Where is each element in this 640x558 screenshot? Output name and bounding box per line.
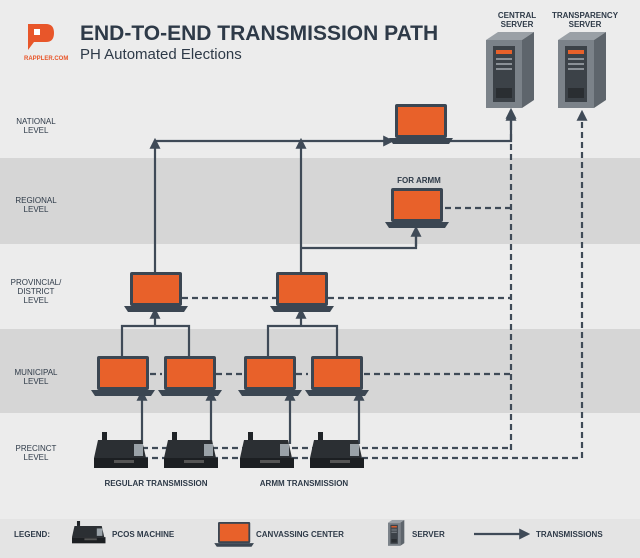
svg-text:REGIONAL: REGIONAL <box>15 196 57 205</box>
svg-text:MUNICIPAL: MUNICIPAL <box>15 368 59 377</box>
page-title: END-TO-END TRANSMISSION PATH <box>80 22 438 45</box>
svg-text:LEVEL: LEVEL <box>24 453 49 462</box>
legend-canvassing-icon <box>214 522 254 547</box>
regional-band <box>0 158 640 244</box>
legend-band <box>0 519 640 558</box>
provincial-canvassing-center-2 <box>270 272 334 312</box>
svg-text:LEVEL: LEVEL <box>24 205 49 214</box>
municipal-canvassing-center-4 <box>305 356 369 396</box>
svg-text:NATIONAL: NATIONAL <box>16 117 56 126</box>
central-server-label-2: SERVER <box>501 20 534 29</box>
svg-text:LEVEL: LEVEL <box>24 377 49 386</box>
svg-text:DISTRICT: DISTRICT <box>18 287 55 296</box>
national-canvassing-center <box>389 104 453 144</box>
logo-text: RAPPLER.COM <box>24 56 68 62</box>
municipal-canvassing-center-3 <box>238 356 302 396</box>
legend-title: LEGEND: <box>14 530 50 539</box>
legend-transmissions-label: TRANSMISSIONS <box>536 530 603 539</box>
central-server-label-1: CENTRAL <box>498 11 536 20</box>
svg-text:LEVEL: LEVEL <box>24 126 49 135</box>
rappler-logo: RAPPLER.COM <box>24 24 68 62</box>
legend: LEGEND: PCOS MACHINE CANVASSING CENTER S… <box>14 520 603 547</box>
legend-canvassing-label: CANVASSING CENTER <box>256 530 344 539</box>
transparency-server-icon <box>558 32 606 108</box>
transparency-server-label-2: SERVER <box>569 20 602 29</box>
pcos-machine-4 <box>310 432 364 468</box>
municipal-canvassing-center-2 <box>158 356 222 396</box>
svg-text:PROVINCIAL/: PROVINCIAL/ <box>11 278 62 287</box>
municipal-level-label: MUNICIPAL LEVEL <box>15 368 59 386</box>
pcos-machine-3 <box>240 432 294 468</box>
regional-level-label: REGIONAL LEVEL <box>15 196 57 214</box>
armm-transmission-label: ARMM TRANSMISSION <box>260 479 349 488</box>
regional-armm-canvassing-center <box>385 188 449 228</box>
legend-pcos-label: PCOS MACHINE <box>112 530 175 539</box>
regular-connections <box>120 107 517 444</box>
svg-text:PRECINCT: PRECINCT <box>16 444 57 453</box>
precinct-level-label: PRECINCT LEVEL <box>16 444 57 462</box>
central-server-icon <box>486 32 534 108</box>
legend-server-label: SERVER <box>412 530 445 539</box>
provincial-level-label: PROVINCIAL/ DISTRICT LEVEL <box>11 278 62 305</box>
municipal-canvassing-center-1 <box>91 356 155 396</box>
transparency-server-label-1: TRANSPARENCY <box>552 11 619 20</box>
svg-text:LEVEL: LEVEL <box>24 296 49 305</box>
for-armm-label: FOR ARMM <box>397 176 441 185</box>
pcos-machine-1 <box>94 432 148 468</box>
legend-server-icon <box>388 520 405 546</box>
national-level-label: NATIONAL LEVEL <box>16 117 56 135</box>
regular-transmission-label: REGULAR TRANSMISSION <box>104 479 207 488</box>
page-subtitle: PH Automated Elections <box>80 46 242 63</box>
provincial-canvassing-center-1 <box>124 272 188 312</box>
